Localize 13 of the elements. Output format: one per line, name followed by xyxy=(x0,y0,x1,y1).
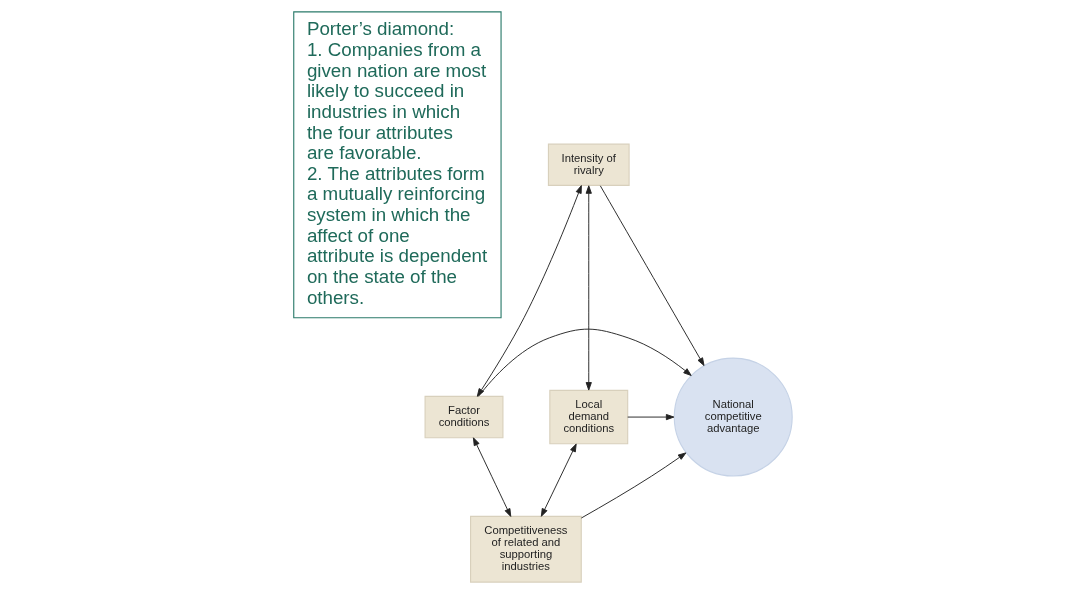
node-box: Factor conditions xyxy=(424,395,503,439)
node-box: Porter’s diamond: 1. Companies from a given nation are most likely to succeed in industries in which the four attributes are favorable. 2. The attributes form a mutually reinforcing system in which the affect of one attribute is dependent on the state of the others. xyxy=(292,11,502,319)
arrow xyxy=(476,185,582,397)
node-box: Local demand conditions xyxy=(548,389,628,445)
arrow xyxy=(472,437,511,517)
arrow xyxy=(626,413,674,421)
node-box: Competitiveness of related and supporting industries xyxy=(469,515,582,583)
arrow xyxy=(540,443,577,517)
arrow xyxy=(585,185,592,391)
arrow xyxy=(580,452,686,519)
arrow xyxy=(477,328,692,397)
node-box: Intensity of rivalry xyxy=(547,143,630,186)
arrow xyxy=(599,185,704,366)
